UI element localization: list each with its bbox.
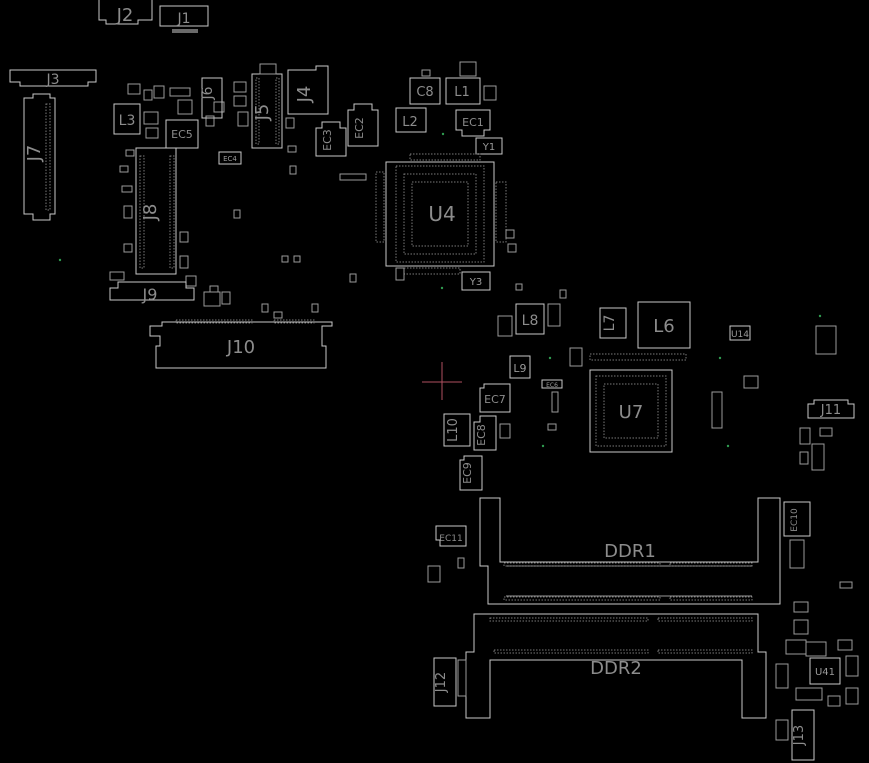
inductor-l3-label: L3 — [119, 113, 136, 129]
connector-j13-label: J13 — [792, 725, 807, 746]
inductor-l7[interactable]: L7 — [599, 307, 627, 339]
capacitor-ec7[interactable]: EC7 — [479, 383, 511, 413]
connector-j9[interactable]: J9 — [109, 281, 195, 304]
memory-slot-ddr2[interactable]: DDR2 — [465, 613, 767, 719]
connector-j4[interactable]: J4 — [287, 65, 329, 115]
chip-u14[interactable]: U14 — [729, 325, 759, 389]
connector-j11-label: J11 — [820, 403, 841, 418]
capacitor-ec9-label: EC9 — [461, 462, 474, 484]
connector-j9-label: J9 — [142, 285, 158, 304]
capacitor-ec11[interactable]: EC11 — [427, 525, 467, 583]
small-parts-u4 — [395, 229, 567, 299]
chip-u41-label: U41 — [815, 667, 835, 678]
cursor-crosshair — [422, 362, 462, 400]
capacitor-ec2-label: EC2 — [353, 117, 366, 139]
connector-j3-label: J3 — [45, 72, 59, 88]
connector-j5-label: J5 — [252, 104, 273, 122]
small-parts-l6 — [547, 347, 723, 431]
crystal-y3[interactable]: Y3 — [461, 271, 491, 291]
capacitor-ec10-label: EC10 — [790, 508, 800, 532]
inductor-l10-label: L10 — [446, 418, 461, 442]
capacitor-ec9[interactable]: EC9 — [459, 455, 483, 491]
chip-u14-label: U14 — [731, 330, 749, 340]
capacitor-ec5-label: EC5 — [171, 128, 193, 141]
capacitor-ec3-label: EC3 — [321, 129, 334, 151]
capacitor-ec6-label: EC6 — [546, 382, 558, 389]
capacitor-ec1[interactable]: EC1 — [455, 109, 491, 137]
connector-j10[interactable]: J10 — [149, 303, 333, 369]
inductor-l2-label: L2 — [402, 115, 418, 130]
connector-j12[interactable]: J12 — [433, 657, 467, 707]
memory-slot-ddr2-label: DDR2 — [590, 658, 642, 679]
capacitor-ec6[interactable]: EC6 — [541, 379, 563, 389]
capacitor-ec11-label: EC11 — [439, 534, 462, 544]
capacitor-ec5[interactable]: EC5 — [165, 119, 199, 149]
connector-j1-label: J1 — [176, 11, 190, 27]
inductor-l8-label: L8 — [522, 313, 539, 329]
connector-j7-label: J7 — [24, 145, 45, 163]
connector-j5[interactable]: J5 — [233, 63, 297, 153]
inductor-l7-label: L7 — [602, 315, 618, 332]
connector-j2[interactable]: J2 — [98, 0, 153, 26]
chip-u4[interactable]: U4 — [375, 153, 507, 275]
small-parts-right — [799, 325, 853, 589]
component-cluster-top-left — [109, 83, 225, 287]
capacitor-ec4[interactable]: EC4 — [218, 151, 242, 165]
inductor-l10[interactable]: L10 — [443, 413, 471, 447]
connector-j1[interactable]: J1 — [159, 5, 209, 33]
chip-u4-label: U4 — [428, 202, 455, 226]
inductor-l9[interactable]: L9 — [509, 355, 531, 379]
memory-slot-ddr1-label: DDR1 — [604, 541, 656, 562]
inductor-l6[interactable]: L6 — [637, 301, 691, 349]
inductor-l6-label: L6 — [653, 316, 674, 337]
chip-u7-label: U7 — [619, 402, 644, 423]
connector-j13[interactable]: J13 — [791, 709, 815, 761]
capacitor-ec1-label: EC1 — [462, 116, 484, 129]
connector-j3[interactable]: J3 — [9, 69, 97, 88]
fiducials — [58, 132, 822, 448]
inductor-l1[interactable]: L1 — [445, 61, 497, 105]
crystal-y1[interactable]: Y1 — [475, 137, 503, 155]
capacitor-c8-label: C8 — [416, 85, 433, 100]
connector-j4-label: J4 — [294, 86, 315, 104]
capacitor-ec10[interactable]: EC10 — [783, 501, 811, 569]
connector-j6[interactable]: J6 — [200, 77, 223, 119]
inductor-l2[interactable]: L2 — [395, 107, 427, 133]
inductor-l9-label: L9 — [513, 362, 526, 375]
connector-j8-label: J8 — [140, 204, 161, 222]
connector-j12-label: J12 — [434, 672, 449, 693]
small-parts-bottom-right — [775, 601, 859, 741]
inductor-l3[interactable]: L3 — [113, 103, 141, 135]
inductor-l1-label: L1 — [454, 85, 470, 100]
connector-j10-label: J10 — [226, 337, 255, 358]
connector-j6-label: J6 — [200, 86, 216, 100]
capacitor-ec4-label: EC4 — [223, 155, 237, 163]
connector-j2-label: J2 — [116, 5, 134, 26]
chip-u7[interactable]: U7 — [589, 369, 673, 453]
connector-j11[interactable]: J11 — [807, 399, 855, 419]
capacitor-ec8[interactable]: EC8 — [473, 415, 511, 451]
capacitor-ec8-label: EC8 — [475, 424, 488, 446]
connector-j8[interactable]: J8 — [135, 147, 177, 275]
capacitor-ec3[interactable]: EC3 — [315, 121, 347, 157]
component-cluster-j9 — [203, 285, 231, 307]
capacitor-ec2[interactable]: EC2 — [347, 103, 379, 147]
capacitor-c8[interactable]: C8 — [409, 69, 441, 105]
connector-j7[interactable]: J7 — [23, 93, 56, 221]
chip-u41[interactable]: U41 — [809, 657, 841, 685]
inductor-l8[interactable]: L8 — [497, 303, 561, 337]
crystal-y1-label: Y1 — [482, 142, 495, 153]
memory-slot-ddr1[interactable]: DDR1 — [479, 497, 781, 605]
crystal-y3-label: Y3 — [469, 277, 482, 288]
capacitor-ec7-label: EC7 — [484, 393, 506, 406]
small-parts-center-left — [233, 165, 367, 283]
